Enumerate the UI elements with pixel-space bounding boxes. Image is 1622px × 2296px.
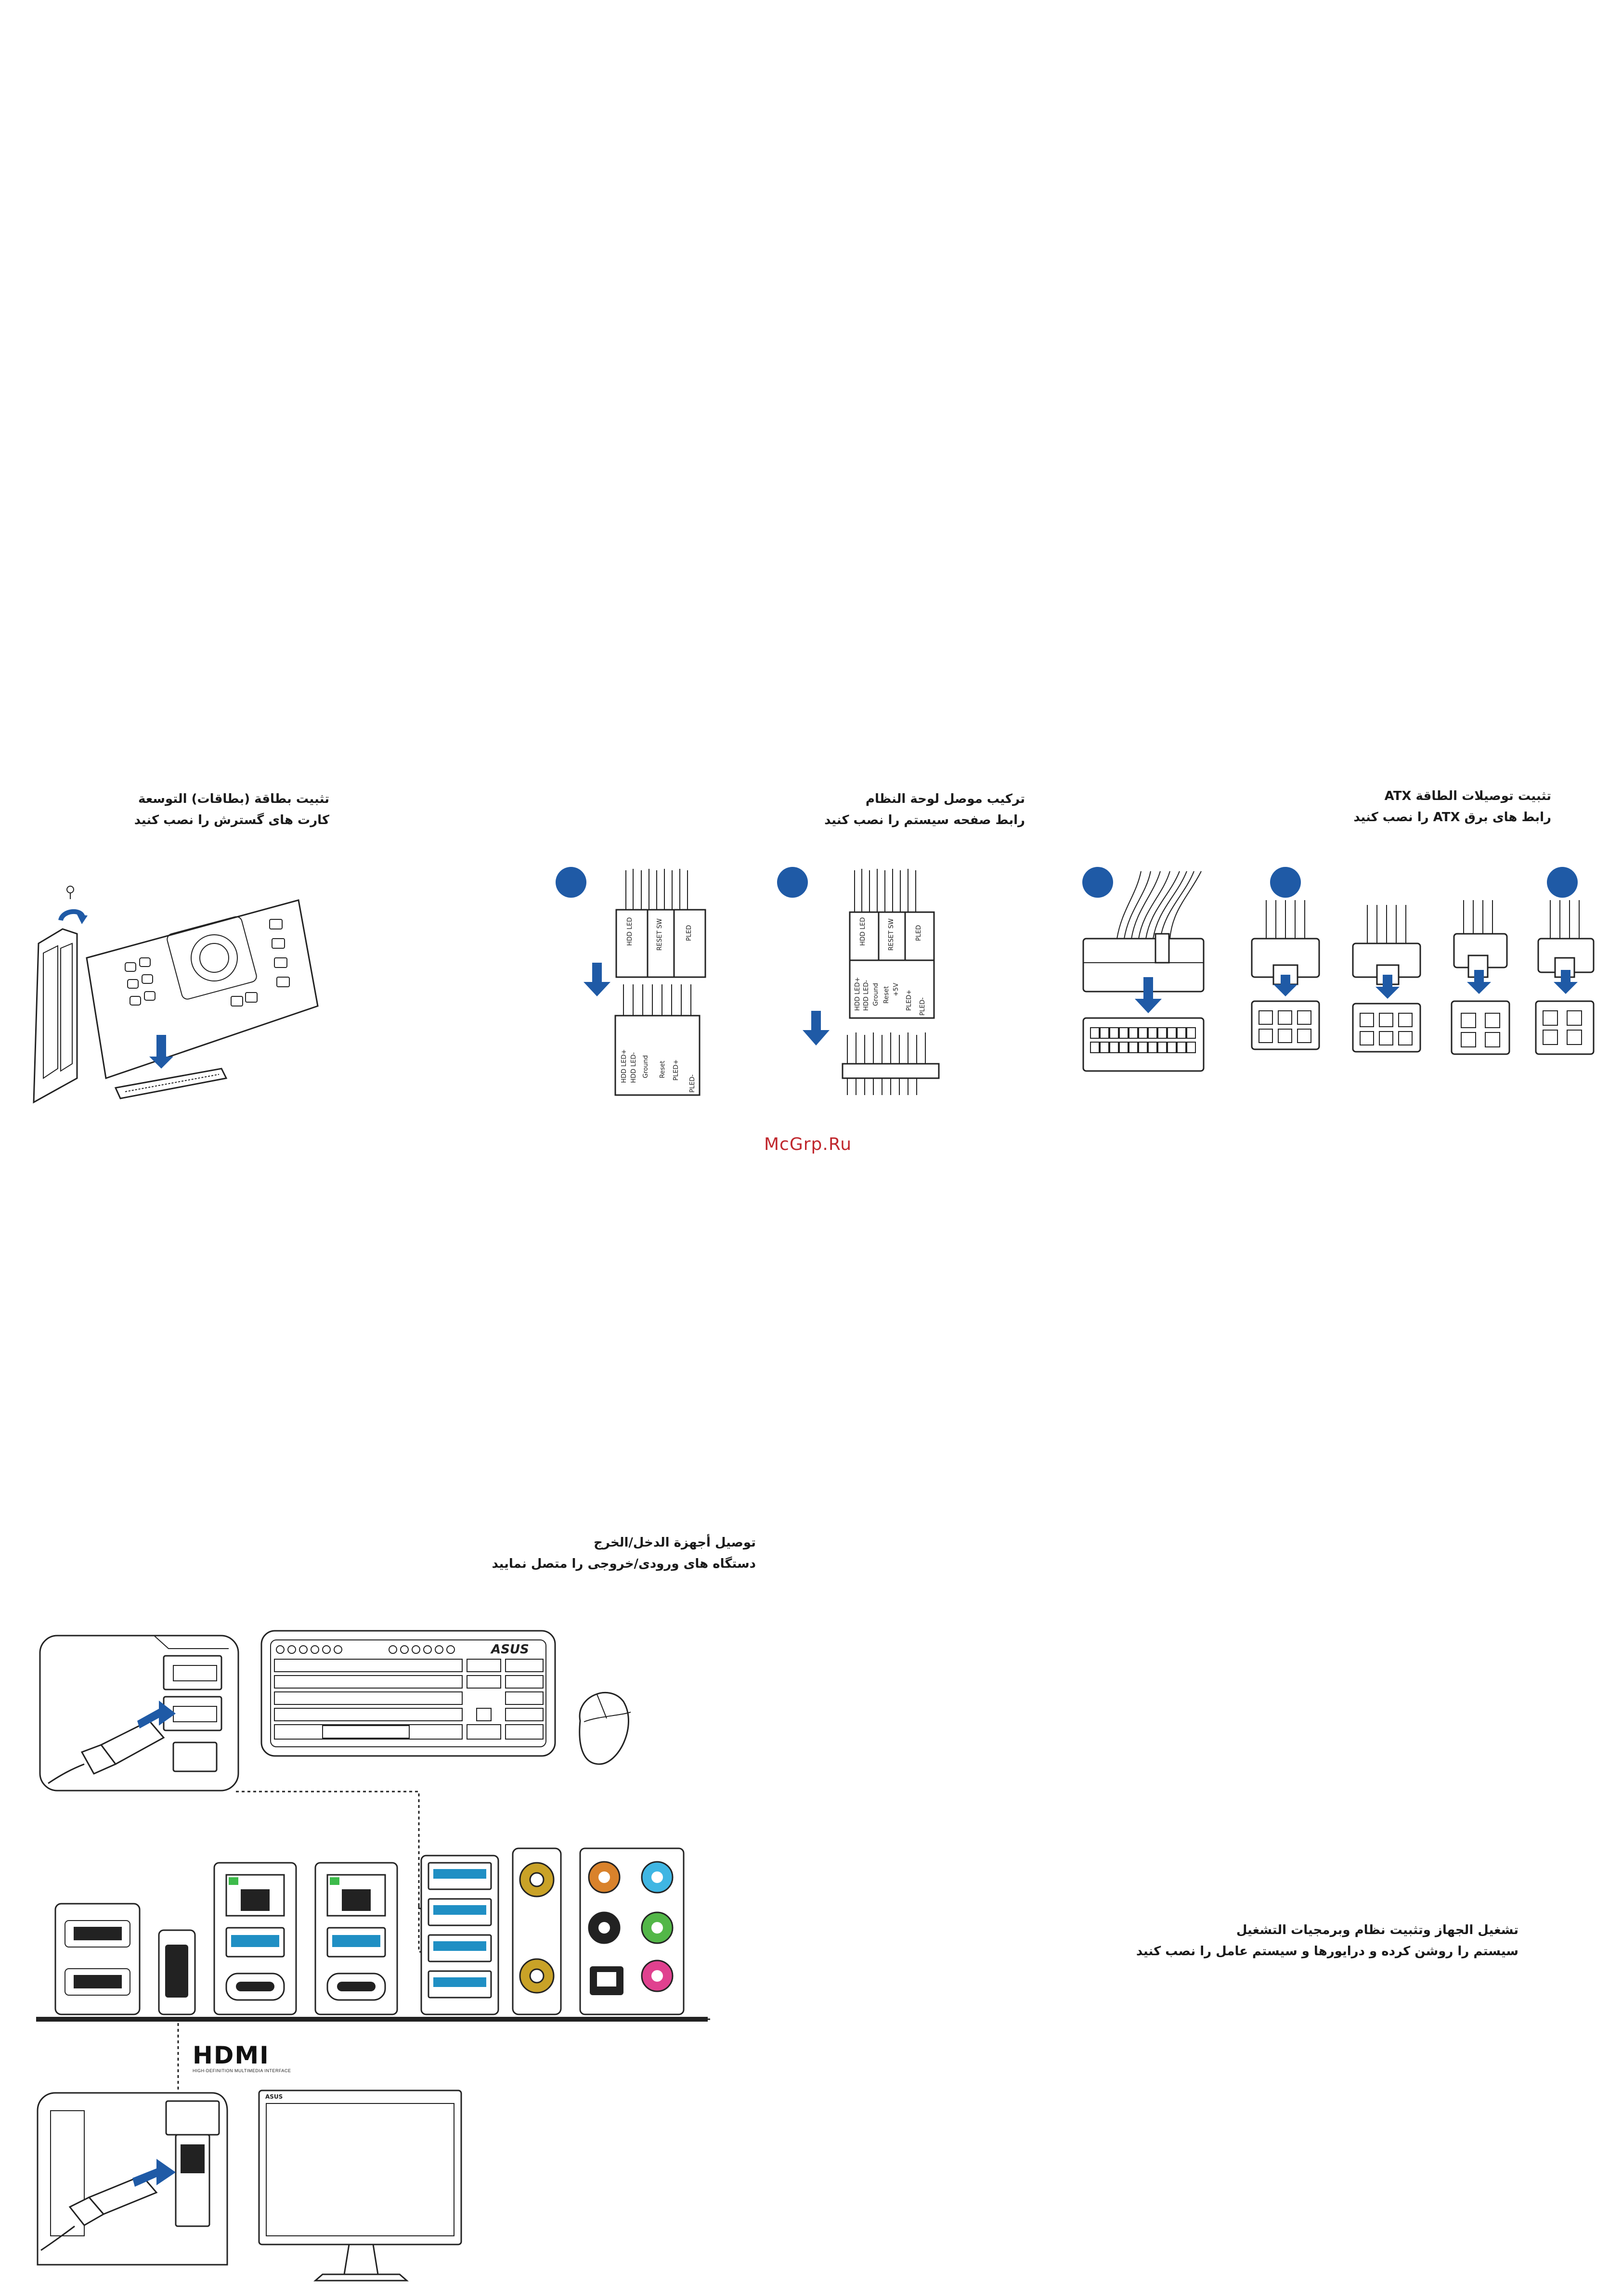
atx-4pin-diagram-1 — [1451, 900, 1510, 1055]
hdmi-logo-tagline: HIGH-DEFINITION MULTIMEDIA INTERFACE — [193, 2068, 291, 2073]
expansion-card-diagram — [33, 886, 319, 1104]
down-arrow-icon — [1135, 977, 1162, 1013]
expansion-card-title-ar: تثبيت بطاقة (بطاقات) التوسعة — [138, 792, 329, 806]
step-badge-atx-24pin — [1082, 867, 1113, 898]
expansion-card-title-fa: كارت های گسترش را نصب كنيد — [134, 813, 329, 827]
power-on-title-fa: سيستم را روشن كرده و درايورها و سيستم عا… — [1136, 1944, 1518, 1959]
atx-8pin-diagram-2 — [1352, 905, 1421, 1053]
io-devices-title: توصيل أجهزة الدخل/الخرج دستگاه های ورودی… — [492, 1533, 756, 1575]
screw-icon — [66, 886, 74, 899]
front-panel-title-ar: تركيب موصل لوحة النظام — [865, 792, 1025, 806]
atx-8pin-diagram-1 — [1251, 867, 1320, 1050]
pin-b-pled-plus: PLED+ — [906, 990, 913, 1011]
hdmi-logo-wordmark: HDMI — [193, 2041, 270, 2069]
label-hdd-led-b: HDD LED — [859, 917, 867, 946]
front-panel-title: تركيب موصل لوحة النظام رابط صفحه سيستم ر… — [824, 789, 1025, 832]
keyboard-icon: ASUS — [260, 1630, 556, 1757]
pin-b-hdd-led-minus: HDD LED- — [863, 980, 870, 1011]
front-panel-diagram-a: HDD LED RESET SW PLED HDD LED+ HDD LED- … — [556, 867, 706, 1096]
down-arrow-icon — [1273, 975, 1298, 996]
keyboard-brand: ASUS — [490, 1642, 529, 1657]
graphics-card — [86, 899, 319, 1079]
io-devices-title-fa: دستگاه های ورودی/خروجی را متصل نماييد — [492, 1557, 756, 1571]
pin-b-hdd-led-plus: HDD LED+ — [854, 977, 861, 1011]
hdmi-connect-inset — [37, 2092, 228, 2266]
usb-connect-inset — [39, 1635, 239, 1792]
watermark: McGrp.Ru — [764, 1135, 852, 1154]
step-badge-a — [556, 867, 586, 898]
step-badge-b — [777, 867, 808, 898]
label-reset-sw: RESET SW — [656, 918, 663, 951]
pin-hdd-led-plus: HDD LED+ — [621, 1049, 628, 1083]
atx-4pin-diagram-2 — [1535, 867, 1595, 1055]
pin-ground: Ground — [642, 1055, 649, 1078]
expansion-card-title: تثبيت بطاقة (بطاقات) التوسعة كارت های گس… — [134, 789, 329, 832]
atx-power-title-fa: رابط های برق ATX را نصب كنيد — [1353, 810, 1551, 825]
right-arrow-icon — [132, 2159, 176, 2187]
pin-pled-plus: PLED+ — [673, 1059, 680, 1081]
label-reset-sw-b: RESET SW — [888, 918, 895, 951]
rear-io-panel — [36, 1847, 710, 2022]
pcie-slot — [114, 1068, 228, 1099]
atx-power-title-ar: تثبيت توصيلات الطاقة ATX — [1384, 789, 1551, 803]
right-arrow-icon — [137, 1701, 176, 1728]
monitor-icon: ASUS — [258, 2090, 462, 2282]
power-on-title-ar: تشغيل الجهاز وتثبيت نظام وبرمجيات التشغي… — [1236, 1923, 1518, 1937]
pin-b-5v: +5V — [893, 983, 900, 996]
label-pled-b: PLED — [915, 925, 922, 941]
pin-b-pled-minus: PLED- — [919, 997, 926, 1016]
pin-b-ground: Ground — [872, 983, 880, 1006]
hdmi-port — [165, 1945, 188, 1998]
down-arrow-icon — [149, 1035, 173, 1069]
pin-pled-minus: PLED- — [689, 1074, 696, 1093]
label-pled: PLED — [686, 925, 693, 941]
power-on-title: تشغيل الجهاز وتثبيت نظام وبرمجيات التشغي… — [1136, 1921, 1518, 1963]
down-arrow-icon — [803, 1011, 830, 1045]
front-panel-diagram-b: HDD LED RESET SW PLED HDD LED+ HDD LED- … — [777, 867, 940, 1095]
down-arrow-icon — [584, 963, 610, 996]
step-badge-atx-4pin — [1547, 867, 1578, 898]
down-arrow-icon — [1554, 970, 1578, 994]
hdmi-plug-icon — [40, 2175, 158, 2251]
hdmi-logo: HDMI HIGH-DEFINITION MULTIMEDIA INTERFAC… — [193, 2043, 318, 2073]
atx-24pin-diagram — [1082, 867, 1205, 1072]
rotate-arrowhead — [77, 915, 88, 924]
atx-24pin-socket — [1082, 1017, 1205, 1072]
label-hdd-led: HDD LED — [626, 917, 634, 946]
pin-reset: Reset — [659, 1061, 666, 1078]
usb-plug-icon — [48, 1720, 165, 1784]
atx-power-title: تثبيت توصيلات الطاقة ATX رابط های برق AT… — [1353, 787, 1551, 829]
io-devices-title-ar: توصيل أجهزة الدخل/الخرج — [594, 1535, 756, 1550]
front-panel-title-fa: رابط صفحه سيستم را نصب كنيد — [824, 813, 1025, 827]
step-badge-atx-8pin-1 — [1270, 867, 1301, 898]
down-arrow-icon — [1467, 970, 1491, 994]
mouse-icon — [579, 1692, 631, 1765]
monitor-brand: ASUS — [265, 2093, 283, 2100]
down-arrow-icon — [1375, 975, 1400, 999]
pin-hdd-led-minus: HDD LED- — [630, 1052, 637, 1083]
pin-b-reset: Reset — [883, 986, 890, 1004]
